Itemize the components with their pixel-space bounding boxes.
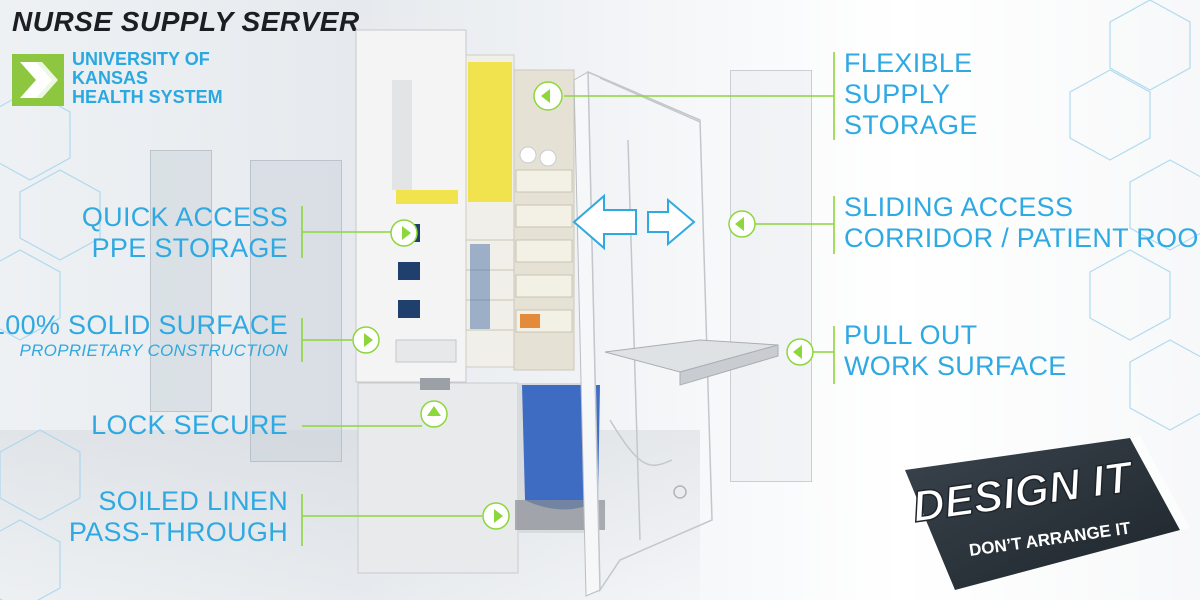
callout-work-line-2: WORK SURFACE (844, 351, 1067, 381)
hallway-door-left (150, 150, 212, 412)
logo-line-3: HEALTH SYSTEM (72, 87, 223, 107)
lock-keypad (420, 378, 450, 390)
slide-right-arrow (647, 197, 696, 247)
ppe-drawer (395, 339, 457, 363)
callout-ppe-line-1: QUICK ACCESS (81, 202, 288, 232)
ppe-box-2 (398, 262, 420, 280)
logo-line-2: KANSAS (72, 68, 149, 88)
callout-flex-line-2: SUPPLY (844, 79, 951, 109)
callout-lock-line-1: LOCK SECURE (91, 410, 288, 440)
callout-sliding-access: SLIDING ACCESS CORRIDOR / PATIENT ROOM (844, 192, 1200, 254)
callout-work-line-1: PULL OUT (844, 320, 978, 350)
callout-linen-line-1: SOILED LINEN (98, 486, 288, 516)
kansas-health-chevron-icon (12, 54, 64, 106)
bin-2 (515, 204, 573, 228)
callout-flex-line-3: STORAGE (844, 110, 978, 140)
hallway-door-mid (250, 160, 342, 462)
callout-solid-surface: 100% SOLID SURFACE PROPRIETARY CONSTRUCT… (0, 310, 288, 361)
callout-lock-secure: LOCK SECURE (91, 410, 288, 441)
callout-slide-line-2: CORRIDOR / PATIENT ROOM (844, 223, 1200, 253)
callout-flexible-storage: FLEXIBLE SUPPLY STORAGE (844, 48, 978, 141)
callout-linen-line-2: PASS-THROUGH (68, 517, 288, 547)
bottle-2 (539, 149, 557, 167)
bin-1 (515, 169, 573, 193)
sliding-frame-outline (587, 70, 713, 593)
page-title: NURSE SUPPLY SERVER (12, 6, 360, 37)
organization-logo-text: UNIVERSITY OF KANSAS HEALTH SYSTEM (72, 50, 223, 107)
yellow-gown-hanger (396, 190, 458, 204)
callout-ppe-line-2: PPE STORAGE (91, 233, 288, 263)
bottle-1 (519, 146, 537, 164)
ppe-box-3 (398, 300, 420, 318)
logo-line-1: UNIVERSITY OF (72, 49, 210, 69)
bin-3 (515, 239, 573, 263)
design-it-banner (905, 438, 1180, 590)
supply-packs (470, 244, 490, 329)
callout-markers (352, 81, 814, 530)
slide-left-arrow (572, 193, 637, 251)
callout-slide-line-1: SLIDING ACCESS (844, 192, 1074, 222)
bin-4 (515, 274, 573, 298)
callout-solid-sub: PROPRIETARY CONSTRUCTION (19, 341, 288, 360)
ppe-slot-top (392, 80, 412, 190)
orange-supply (520, 314, 540, 328)
hallway-door-right (730, 70, 812, 482)
soiled-linen-bag (522, 385, 600, 510)
callout-flex-line-1: FLEXIBLE (844, 48, 973, 78)
callout-ppe-storage: QUICK ACCESS PPE STORAGE (82, 202, 288, 264)
callout-solid-line-1: 100% SOLID SURFACE (0, 310, 288, 340)
callout-soiled-linen: SOILED LINEN PASS-THROUGH (69, 486, 288, 548)
callout-work-surface: PULL OUT WORK SURFACE (844, 320, 1067, 382)
yellow-gowns (468, 62, 512, 202)
caster-wheel (673, 485, 687, 499)
